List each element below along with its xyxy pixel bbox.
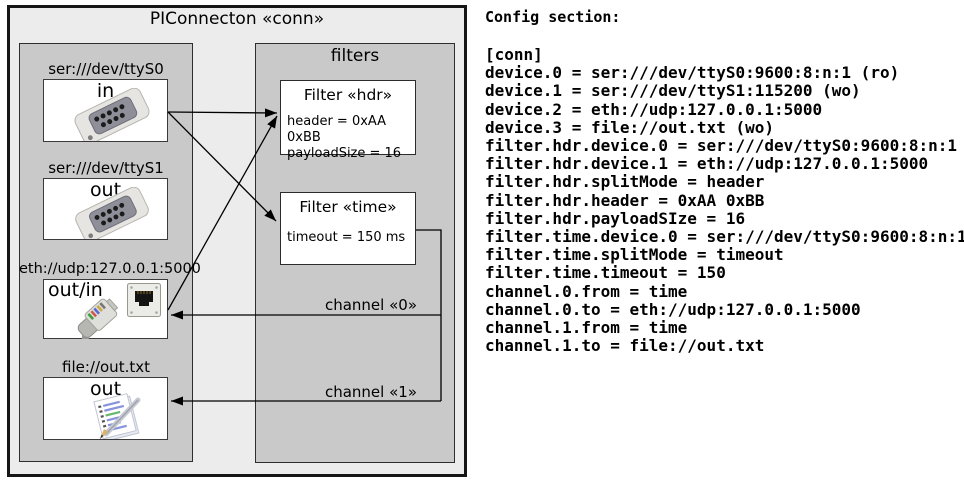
config-heading: Config section: — [485, 8, 621, 26]
device-ttys1-direction: out — [89, 179, 122, 201]
device-file-label: file://out.txt — [62, 358, 150, 376]
channel-1-label: channel «1» — [324, 383, 417, 401]
device-eth-box: out/in — [43, 279, 168, 339]
device-file-direction: out — [89, 378, 122, 400]
device-ttys1-label: ser:///dev/ttyS1 — [48, 159, 164, 177]
notepad-icon — [93, 393, 141, 439]
filters-panel-title: filters — [330, 46, 380, 66]
device-ttys0-label: ser:///dev/ttyS0 — [48, 60, 164, 78]
filter-hdr-attr-header: header = 0xAA 0xBB — [287, 114, 387, 145]
serial-connector-icon — [74, 88, 150, 141]
device-ttys0-direction: in — [96, 80, 115, 102]
channel-0-label: channel «0» — [324, 296, 417, 314]
diagram-title: PIConnecton «conn» — [149, 9, 325, 29]
filter-hdr-box: Filter «hdr» header = 0xAA 0xBB payloadS… — [280, 80, 416, 161]
filter-time-box: Filter «time» timeout = 150 ms — [280, 192, 416, 265]
serial-connector-icon — [75, 187, 149, 239]
config-text: [conn] device.0 = ser:///dev/ttyS0:9600:… — [485, 45, 964, 356]
device-eth-label: eth://udp:127.0.0.1:5000 — [19, 261, 201, 277]
filter-time-title: Filter «time» — [299, 198, 397, 216]
filter-hdr-title: Filter «hdr» — [303, 86, 393, 104]
filter-hdr-attr-payloadsize: payloadSize = 16 — [287, 146, 402, 161]
device-file-box: out — [43, 377, 168, 440]
device-ttys1-box: out — [43, 178, 168, 240]
ethernet-plug-icon — [77, 298, 119, 339]
ethernet-port-icon — [127, 283, 161, 317]
filter-time-attr-timeout: timeout = 150 ms — [287, 230, 406, 245]
device-eth-direction: out/in — [48, 279, 103, 301]
device-ttys0-box: in — [43, 79, 168, 142]
